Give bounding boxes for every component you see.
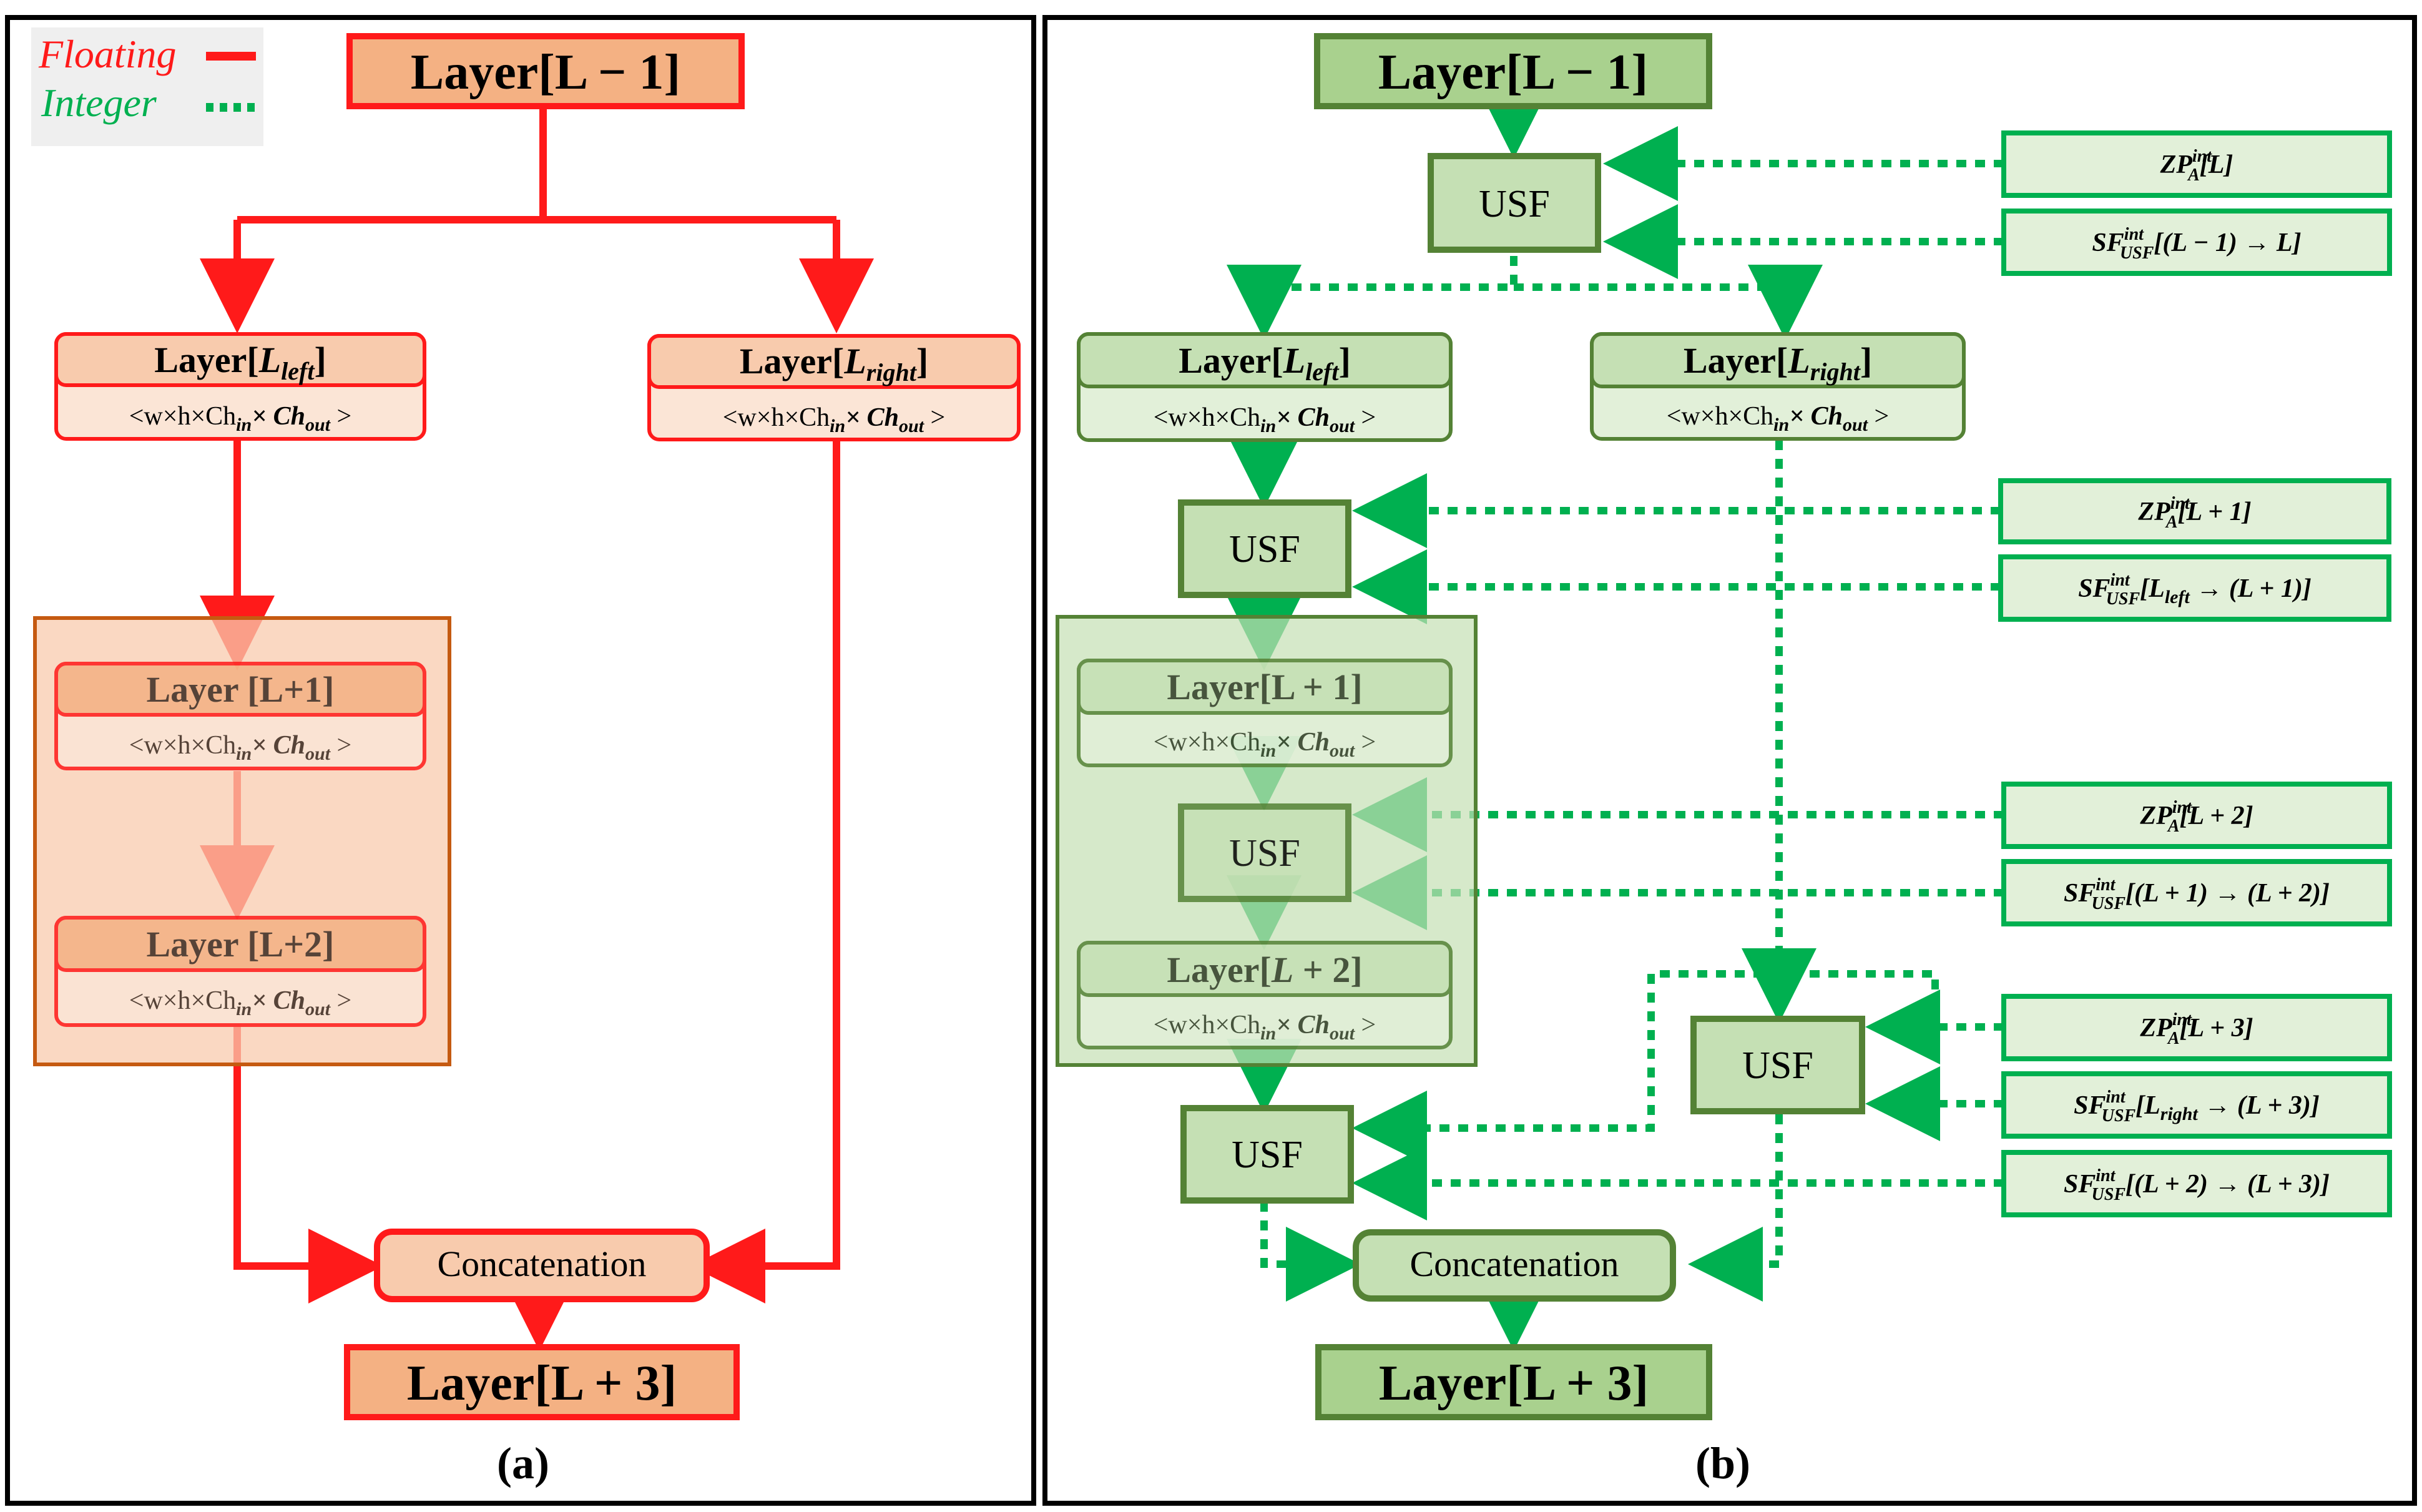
svg-text:Concatenation: Concatenation (437, 1244, 646, 1284)
svg-text:Layer[Lleft]: Layer[Lleft] (154, 340, 326, 385)
caption-a: (a) (497, 1438, 549, 1488)
svg-text:<w×h×Chin× Chout >: <w×h×Chin× Chout > (1154, 728, 1376, 761)
svg-text:Layer[L + 1]: Layer[L + 1] (1167, 667, 1362, 707)
panel-b-frame (1042, 15, 2417, 1506)
b-usf-right: USF (1690, 1016, 1865, 1114)
caption-b: (b) (1695, 1438, 1750, 1488)
svg-text:Layer [L+2]: Layer [L+2] (147, 924, 335, 965)
b-layer-right: Layer[Lright] <w×h×Chin× Chout > (1590, 332, 1966, 441)
b-layer-left: Layer[Lleft] <w×h×Chin× Chout > (1077, 332, 1453, 442)
a-layer-right: Layer[Lright] <w×h×Chin× Chout > (647, 334, 1021, 441)
legend: Floating Integer (31, 27, 263, 146)
svg-text:Layer [L+1]: Layer [L+1] (147, 669, 335, 710)
a-layer-l2: Layer [L+2] <w×h×Chin× Chout > (54, 916, 426, 1027)
legend-floating-label: Floating (38, 32, 176, 76)
b-usf-3: USF (1178, 803, 1351, 902)
a-layer-l1: Layer [L+1] <w×h×Chin× Chout > (54, 662, 426, 770)
svg-text:<w×h×Chin× Chout >: <w×h×Chin× Chout > (129, 731, 351, 764)
svg-text:USF: USF (1229, 528, 1300, 571)
svg-text:<w×h×Chin× Chout >: <w×h×Chin× Chout > (129, 986, 351, 1019)
svg-text:USF: USF (1742, 1044, 1813, 1087)
svg-text:Layer[L − 1]: Layer[L − 1] (411, 45, 680, 100)
b-usf-1: USF (1428, 153, 1601, 253)
a-layer-left: Layer[Lleft] <w×h×Chin× Chout > (54, 332, 426, 441)
b-usf-2: USF (1178, 499, 1351, 598)
b-layer-bottom: Layer[L + 3] (1315, 1344, 1712, 1420)
svg-text:Layer[L − 1]: Layer[L − 1] (1378, 45, 1648, 100)
svg-text:<w×h×Chin× Chout >: <w×h×Chin× Chout > (1154, 403, 1376, 436)
b-usf-4: USF (1180, 1105, 1354, 1204)
svg-text:Layer[Lleft]: Layer[Lleft] (1179, 340, 1351, 386)
legend-integer-label: Integer (41, 81, 157, 125)
svg-text:USF: USF (1479, 183, 1550, 225)
svg-text:USF: USF (1232, 1134, 1303, 1176)
svg-text:<w×h×Chin× Chout >: <w×h×Chin× Chout > (1154, 1011, 1376, 1044)
svg-text:Layer[L + 2]: Layer[L + 2] (1167, 950, 1362, 990)
svg-text:<w×h×Chin× Chout >: <w×h×Chin× Chout > (1667, 402, 1889, 435)
a-concatenation: Concatenation (374, 1229, 710, 1302)
a-layer-bottom: Layer[L + 3] (344, 1344, 740, 1420)
svg-text:Layer[L + 3]: Layer[L + 3] (1379, 1356, 1649, 1411)
svg-text:Layer[Lright]: Layer[Lright] (1684, 340, 1872, 386)
svg-text:Concatenation: Concatenation (1410, 1244, 1619, 1284)
svg-text:USF: USF (1229, 832, 1300, 875)
svg-text:Layer[Lright]: Layer[Lright] (740, 341, 928, 386)
b-concatenation: Concatenation (1353, 1229, 1676, 1302)
b-layer-top: Layer[L − 1] (1314, 33, 1712, 109)
panel-a-frame (5, 15, 1036, 1506)
b-layer-l1: Layer[L + 1] <w×h×Chin× Chout > (1077, 659, 1453, 767)
svg-text:<w×h×Chin× Chout >: <w×h×Chin× Chout > (723, 403, 945, 436)
a-layer-top: Layer[L − 1] (346, 33, 745, 109)
svg-text:Layer[L + 3]: Layer[L + 3] (407, 1356, 677, 1411)
svg-text:<w×h×Chin× Chout >: <w×h×Chin× Chout > (129, 402, 351, 435)
b-layer-l2: Layer[L + 2] <w×h×Chin× Chout > (1077, 941, 1453, 1049)
